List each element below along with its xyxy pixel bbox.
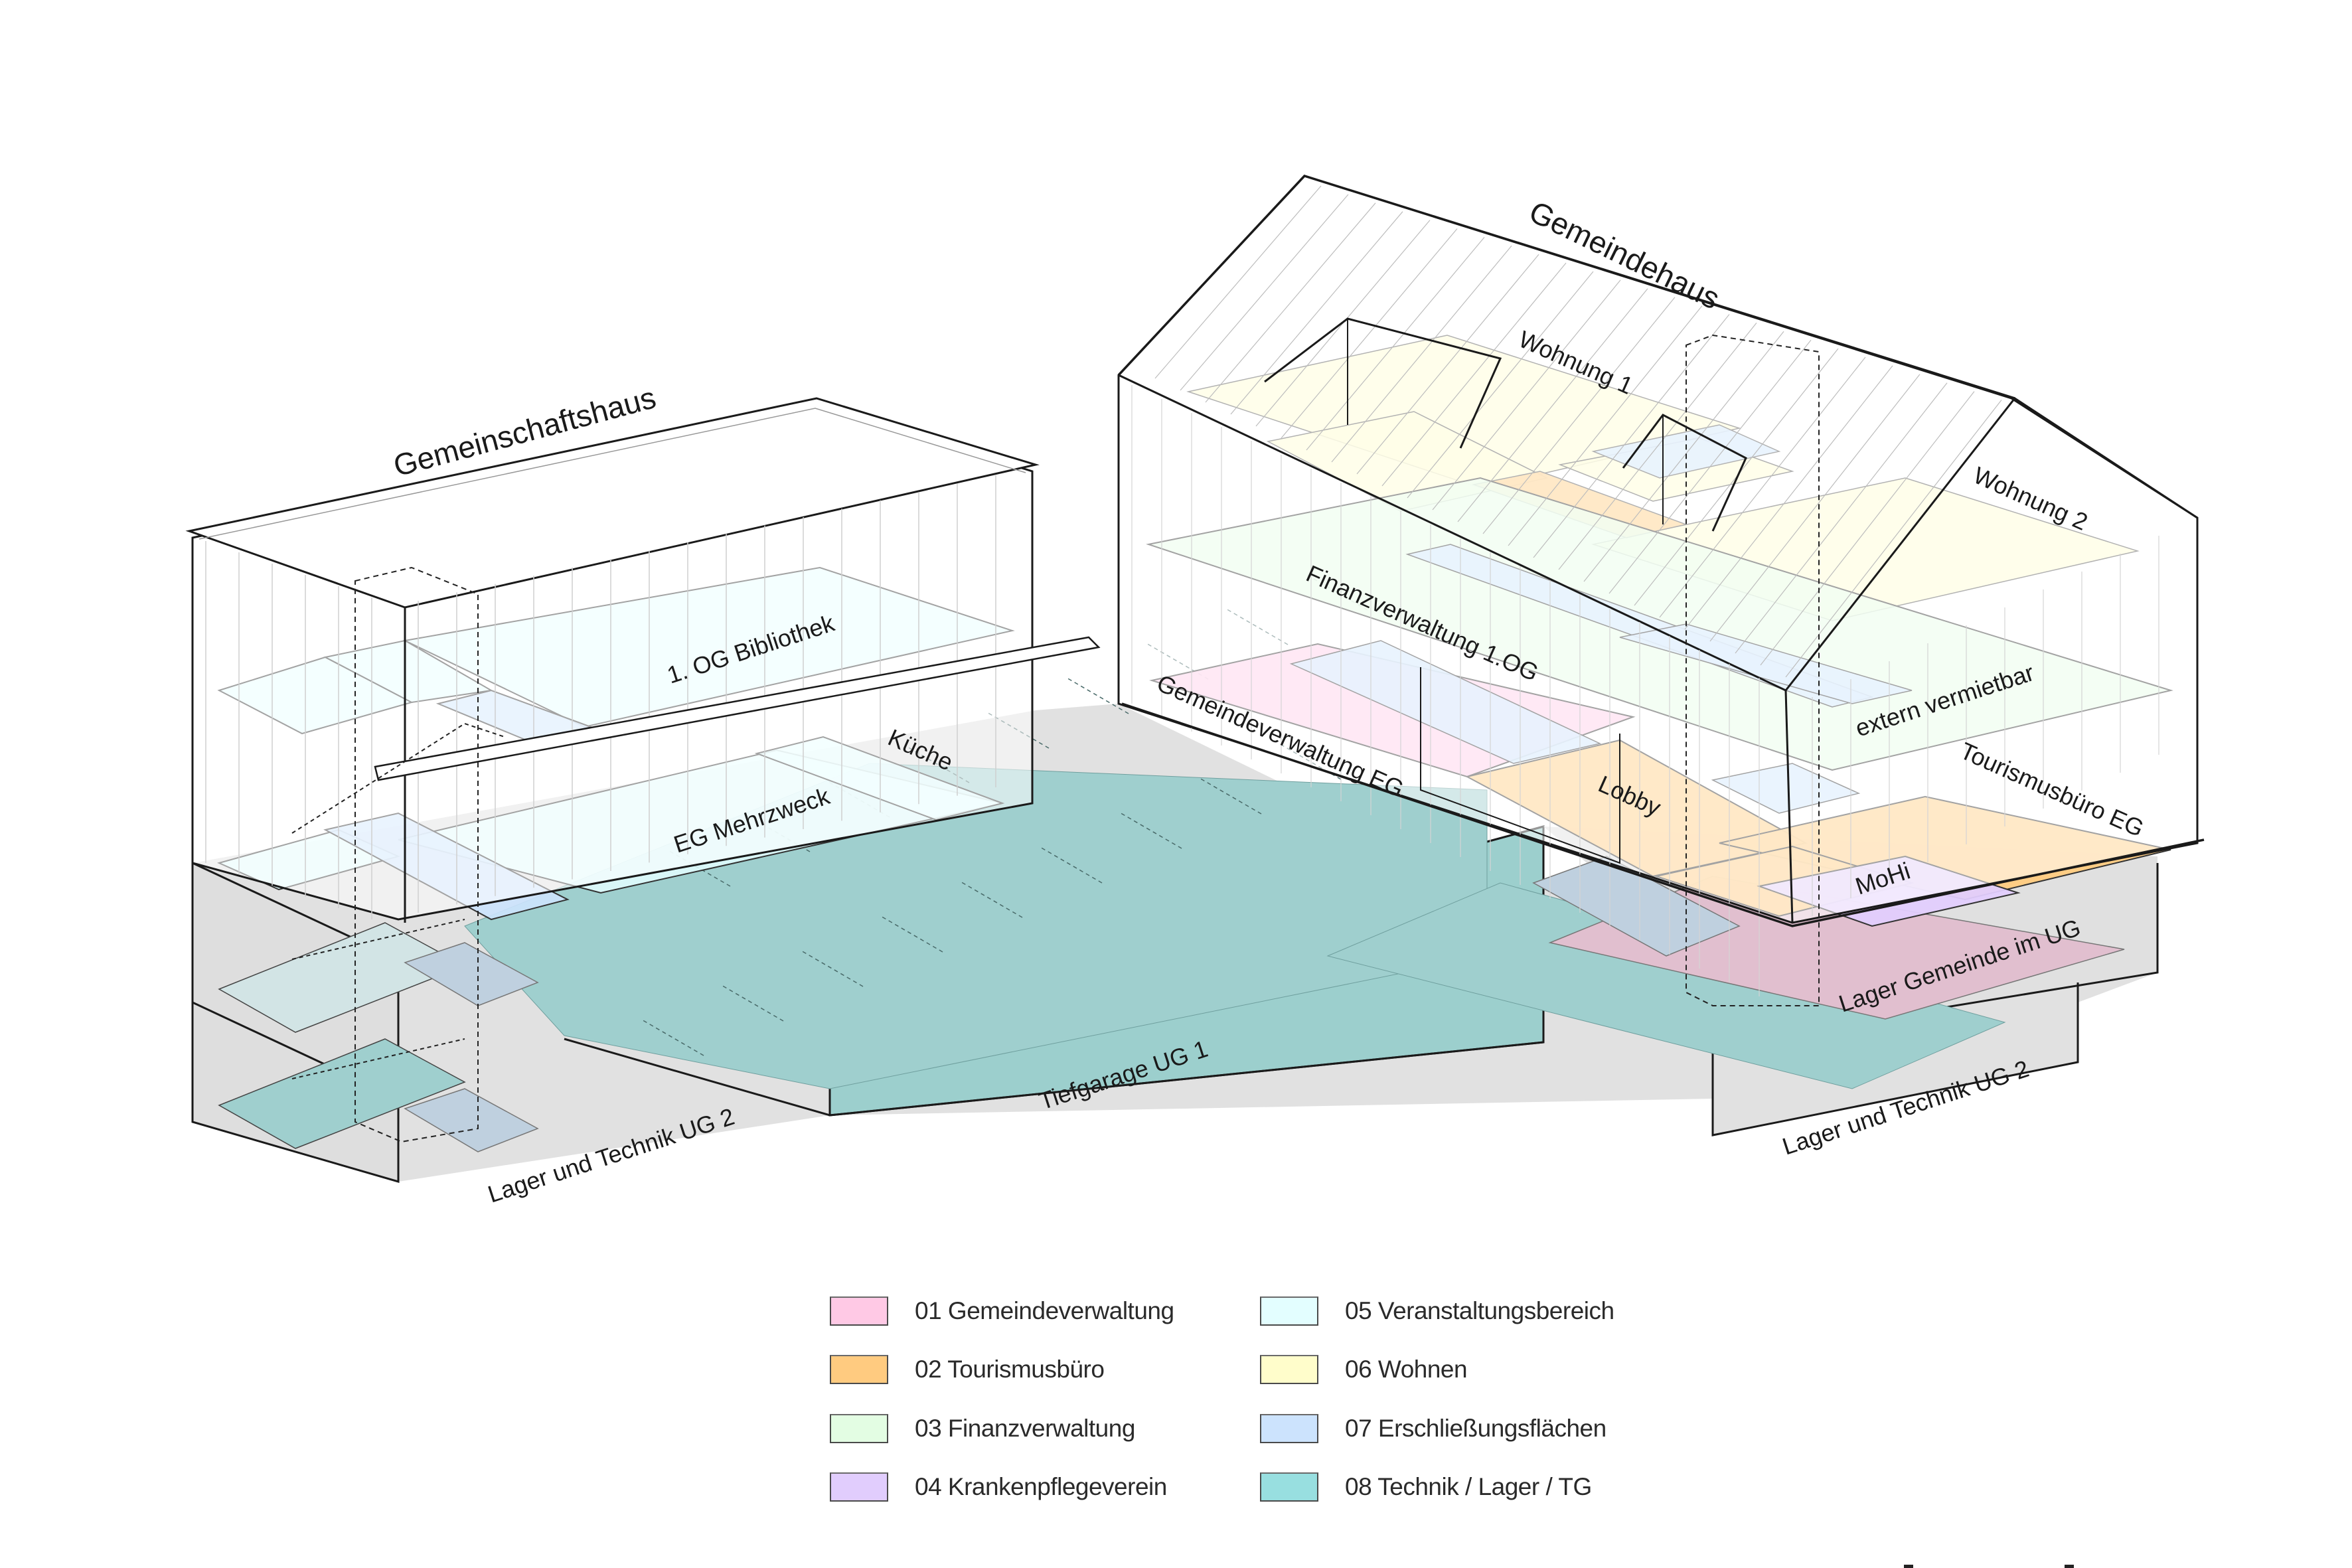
crop-mark	[1904, 1565, 1913, 1568]
gemeindehaus-eave	[1118, 374, 2198, 692]
gemeinschaftshaus-roof	[185, 397, 1040, 609]
parking-bay-line	[799, 949, 864, 987]
legend-item-02: 02 Tourismusbüro	[830, 1353, 1105, 1386]
crop-mark	[2065, 1565, 2074, 1568]
dormer-2	[1622, 414, 1747, 532]
gemeindehaus-corner	[1784, 690, 1794, 923]
legend-swatch	[830, 1472, 888, 1502]
legend-label: 08 Technik / Lager / TG	[1345, 1473, 1592, 1500]
roof-hatch	[1407, 271, 1594, 499]
legend-item-08: 08 Technik / Lager / TG	[1260, 1470, 1592, 1504]
roof-hatch	[1281, 228, 1458, 439]
parking-bay-line	[1198, 777, 1262, 815]
legend-item-04: 04 Krankenpflegeverein	[830, 1470, 1167, 1504]
parking-bay-line	[879, 915, 943, 953]
legend-item-06: 06 Wohnen	[1260, 1353, 1468, 1386]
roof-hatch	[1709, 374, 1921, 642]
legend: 01 Gemeindeverwaltung 02 Tourismusbüro 0…	[830, 1294, 1626, 1514]
lobby-glass-box	[1420, 667, 1620, 864]
legend-swatch	[830, 1414, 888, 1443]
legend-item-01: 01 Gemeindeverwaltung	[830, 1294, 1174, 1328]
ug2-left-plate	[218, 1038, 466, 1149]
roof-hatch	[1508, 305, 1703, 546]
roof-hatch	[1760, 391, 1975, 666]
roof-hatch	[1306, 237, 1485, 451]
ug-circulation-right	[1532, 856, 1741, 957]
parking-bay-line	[640, 1018, 704, 1056]
roof-hatch	[1482, 297, 1676, 534]
roof-parapet	[198, 408, 1026, 540]
roof-hatch	[1154, 185, 1322, 379]
parking-bay-line	[1065, 676, 1129, 714]
stair-left-ug2	[291, 1038, 465, 1079]
roof-hatch	[1533, 314, 1730, 558]
legend-label: 07 Erschließungsflächen	[1345, 1415, 1607, 1442]
legend-swatch	[1260, 1296, 1318, 1326]
legend-label: 01 Gemeindeverwaltung	[915, 1297, 1174, 1324]
legend-label: 06 Wohnen	[1345, 1356, 1468, 1383]
roof-hatch	[1684, 365, 1893, 630]
roof-hatch	[1356, 254, 1539, 475]
legend-label: 02 Tourismusbüro	[915, 1356, 1105, 1383]
legend-swatch	[1260, 1472, 1318, 1502]
legend-label: 04 Krankenpflegeverein	[915, 1473, 1167, 1500]
roof-hatch	[1659, 356, 1866, 618]
dormer-1	[1264, 317, 1502, 449]
elevator-shaft	[1686, 334, 1820, 1006]
ug2-left-circulation	[404, 1088, 539, 1152]
legend-swatch	[830, 1355, 888, 1384]
legend-swatch	[830, 1296, 888, 1326]
roof-hatch	[1331, 245, 1512, 463]
parking-bay-line	[1038, 846, 1103, 884]
roof-hatch	[1583, 331, 1784, 582]
ug1-left-circulation	[404, 942, 539, 1006]
roof-hatch	[1735, 382, 1948, 654]
legend-label: 05 Veranstaltungsbereich	[1345, 1297, 1614, 1324]
eg-slab-edge	[1121, 702, 2205, 927]
legend-item-07: 07 Erschließungsflächen	[1260, 1412, 1607, 1445]
roof-hatch	[1180, 194, 1349, 391]
parking-bay-line	[1118, 811, 1182, 849]
roof-hatch	[1205, 202, 1376, 403]
legend-item-05: 05 Veranstaltungsbereich	[1260, 1294, 1614, 1328]
legend-swatch	[1260, 1414, 1318, 1443]
parking-bay-line	[959, 880, 1023, 918]
roof-hatch	[1558, 323, 1757, 570]
roof-hatch	[1785, 400, 2002, 678]
roof-hatch	[1432, 279, 1621, 510]
legend-label: 03 Finanzverwaltung	[915, 1415, 1135, 1442]
stair-core-left	[354, 566, 479, 1143]
roof-hatch	[1608, 339, 1812, 594]
building-frames	[185, 175, 2205, 1143]
tiefgarage-base	[564, 1038, 1544, 1117]
gemeindehaus-ridge	[1117, 175, 2015, 400]
roof-hatch	[1230, 211, 1403, 415]
cantilever-beam	[374, 636, 1101, 781]
parking-bay-line	[720, 984, 784, 1022]
ug-floor-right	[1326, 882, 2006, 1089]
stair-left-ug1	[291, 919, 465, 960]
roof-hatch	[1381, 262, 1567, 487]
stair-left	[291, 722, 505, 834]
legend-item-03: 03 Finanzverwaltung	[830, 1412, 1135, 1445]
roof-hatch	[1457, 288, 1648, 522]
legend-swatch	[1260, 1355, 1318, 1384]
